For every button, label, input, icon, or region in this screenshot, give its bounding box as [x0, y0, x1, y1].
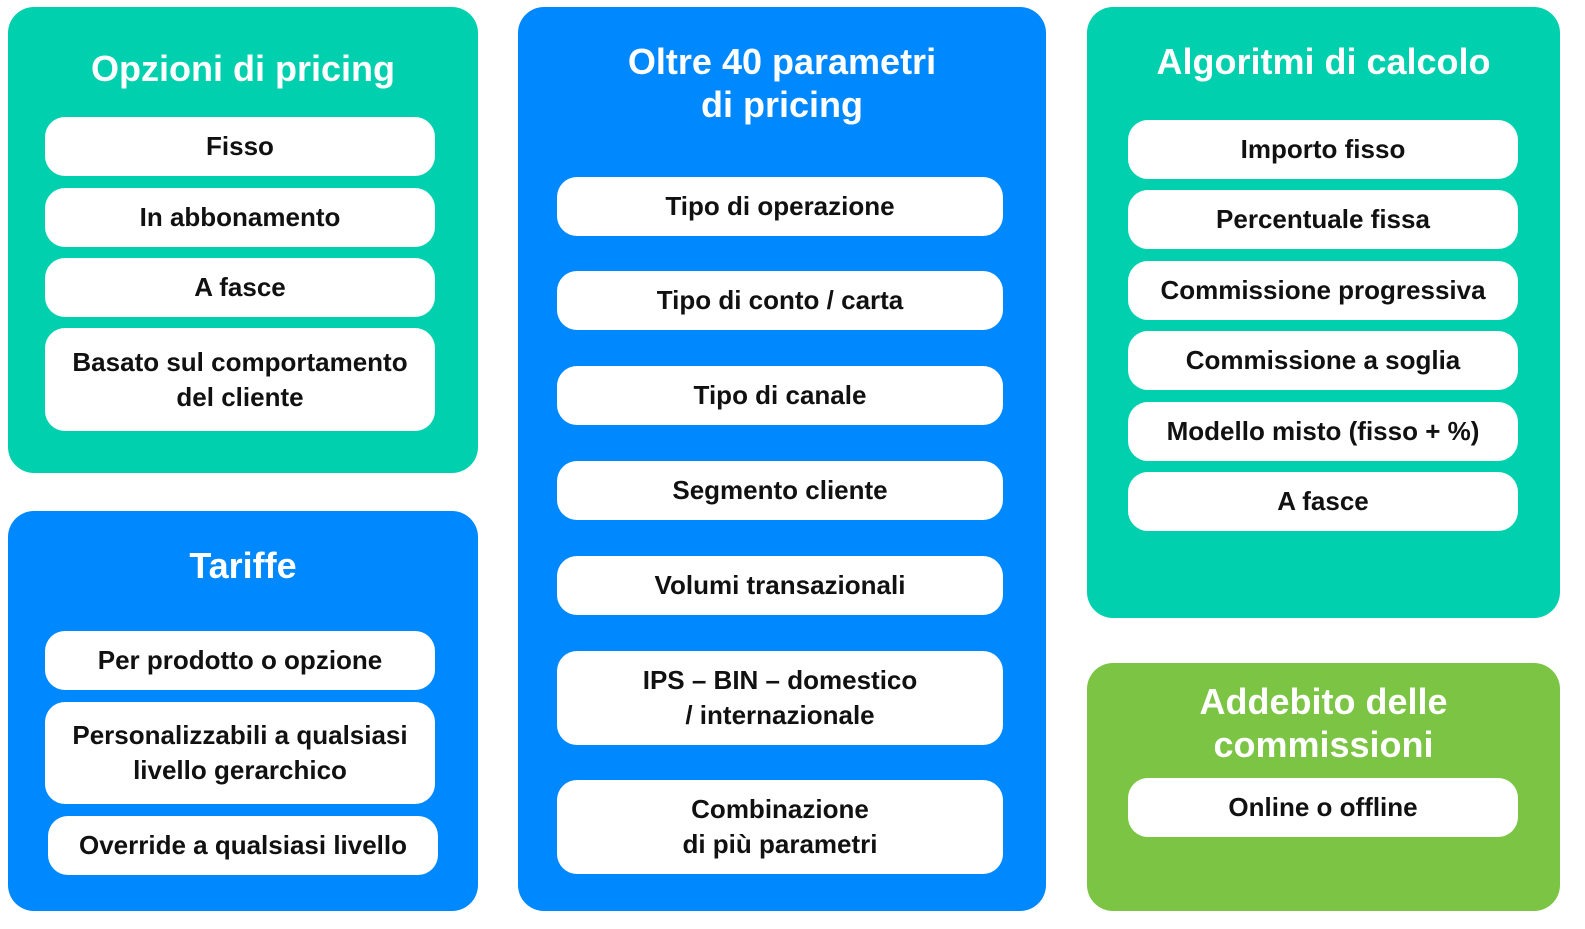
parameter-item: Tipo di canale [557, 366, 1003, 425]
pricing-options-card: Opzioni di pricing Fisso In abbonamento … [8, 7, 478, 473]
parameter-item: Segmento cliente [557, 461, 1003, 520]
algorithm-item: Importo fisso [1128, 120, 1518, 179]
calculation-algorithms-card: Algoritmi di calcolo Importo fisso Perce… [1087, 7, 1560, 618]
algorithm-item: Commissione progressiva [1128, 261, 1518, 320]
tariff-item: Per prodotto o opzione [45, 631, 435, 690]
pricing-options-title: Opzioni di pricing [91, 48, 395, 89]
algorithm-item: Modello misto (fisso + %) [1128, 402, 1518, 461]
parameter-item: IPS – BIN – domestico / internazionale [557, 651, 1003, 745]
algorithm-item: A fasce [1128, 472, 1518, 531]
fee-charging-card: Addebito delle commissioni Online o offl… [1087, 663, 1560, 911]
tariffs-title: Tariffe [189, 545, 297, 586]
pricing-option-item: Basato sul comportamento del cliente [45, 328, 435, 431]
algorithm-item: Percentuale fissa [1128, 190, 1518, 249]
pricing-parameters-card: Oltre 40 parametri di pricing Tipo di op… [518, 7, 1046, 911]
pricing-option-item: In abbonamento [45, 188, 435, 247]
pricing-option-item: Fisso [45, 117, 435, 176]
algorithm-item: Commissione a soglia [1128, 331, 1518, 390]
pricing-option-item: A fasce [45, 258, 435, 317]
fee-charging-title: Addebito delle commissioni [1199, 681, 1448, 765]
parameter-item: Tipo di operazione [557, 177, 1003, 236]
parameter-item: Combinazione di più parametri [557, 780, 1003, 874]
calculation-algorithms-title: Algoritmi di calcolo [1156, 41, 1491, 82]
tariff-item: Override a qualsiasi livello [48, 816, 438, 875]
parameter-item: Tipo di conto / carta [557, 271, 1003, 330]
pricing-parameters-title: Oltre 40 parametri di pricing [627, 41, 937, 125]
tariff-item: Personalizzabili a qualsiasi livello ger… [45, 702, 435, 804]
parameter-item: Volumi transazionali [557, 556, 1003, 615]
fee-charging-item: Online o offline [1128, 778, 1518, 837]
tariffs-card: Tariffe Per prodotto o opzione Personali… [8, 511, 478, 911]
